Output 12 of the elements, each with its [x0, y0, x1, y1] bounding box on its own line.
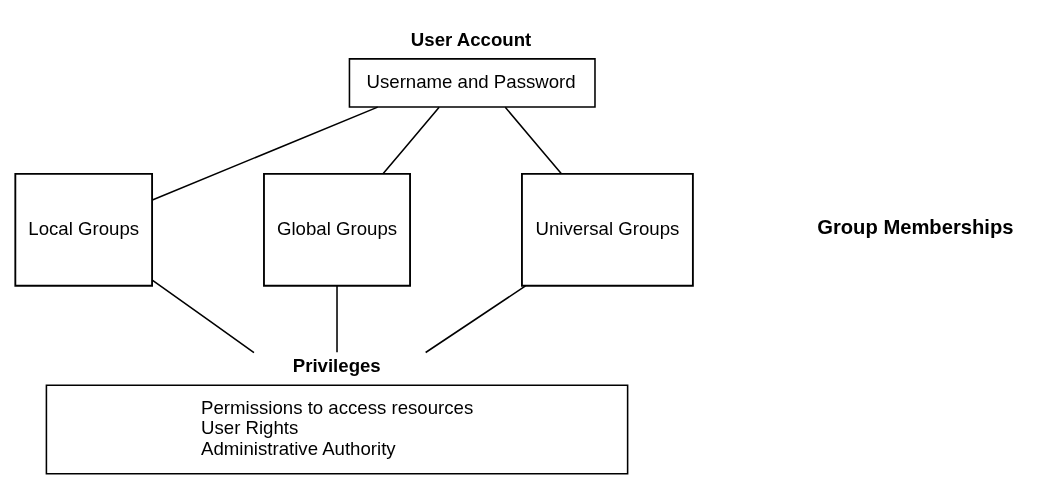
connector — [424, 284, 527, 353]
node-label: Privileges — [292, 354, 381, 376]
connector — [382, 106, 440, 175]
node-box: Global Groups — [263, 172, 411, 287]
node-box: Universal Groups — [521, 172, 694, 287]
node-box: Local Groups — [14, 172, 153, 287]
connector — [151, 105, 379, 201]
connector — [151, 278, 255, 353]
node-label: User Account — [410, 28, 532, 50]
connector — [504, 106, 563, 175]
label: Group Memberships — [817, 215, 1014, 238]
connector — [336, 284, 338, 353]
